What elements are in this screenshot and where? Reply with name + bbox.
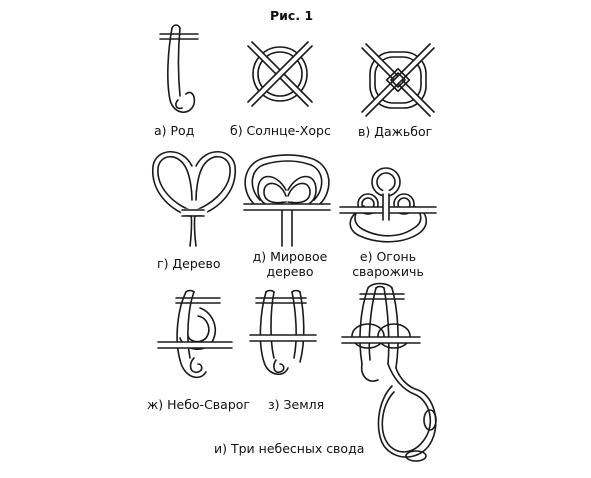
label-zemlya: з) Земля <box>268 397 325 412</box>
label-nebo-svarog: ж) Небо-Сварог <box>147 397 250 412</box>
label-ogon-svarozhich-line2: сварожичь <box>352 264 424 279</box>
knot-rod <box>159 24 199 113</box>
label-mirovoe-derevo: д) Мировое дерево <box>250 249 330 279</box>
label-ogon-svarozhich: е) Огонь сварожичь <box>348 249 428 279</box>
knot-ogon-svarozhich <box>338 167 438 243</box>
knot-tri-nebesnykh-svoda <box>340 282 437 462</box>
label-tri-nebesnykh-svoda: и) Три небесных свода <box>214 441 365 456</box>
knot-solntse-khors <box>246 40 314 108</box>
label-ogon-svarozhich-line1: е) Огонь <box>359 249 417 264</box>
label-mirovoe-derevo-line1: д) Мировое <box>252 249 328 264</box>
label-derevo: г) Дерево <box>157 256 221 271</box>
label-mirovoe-derevo-line2: дерево <box>266 264 314 279</box>
label-solntse-khors: б) Солнце-Хорс <box>230 123 331 138</box>
figure-title: Рис. 1 <box>270 8 314 23</box>
knot-derevo <box>152 151 236 247</box>
label-rod: а) Род <box>154 123 195 138</box>
label-dazhbog: в) Дажьбог <box>358 124 433 139</box>
knot-dazhbog <box>360 42 436 118</box>
knot-mirovoe-derevo <box>242 154 332 247</box>
knot-zemlya <box>248 289 318 375</box>
knot-nebo-svarog <box>156 289 234 379</box>
